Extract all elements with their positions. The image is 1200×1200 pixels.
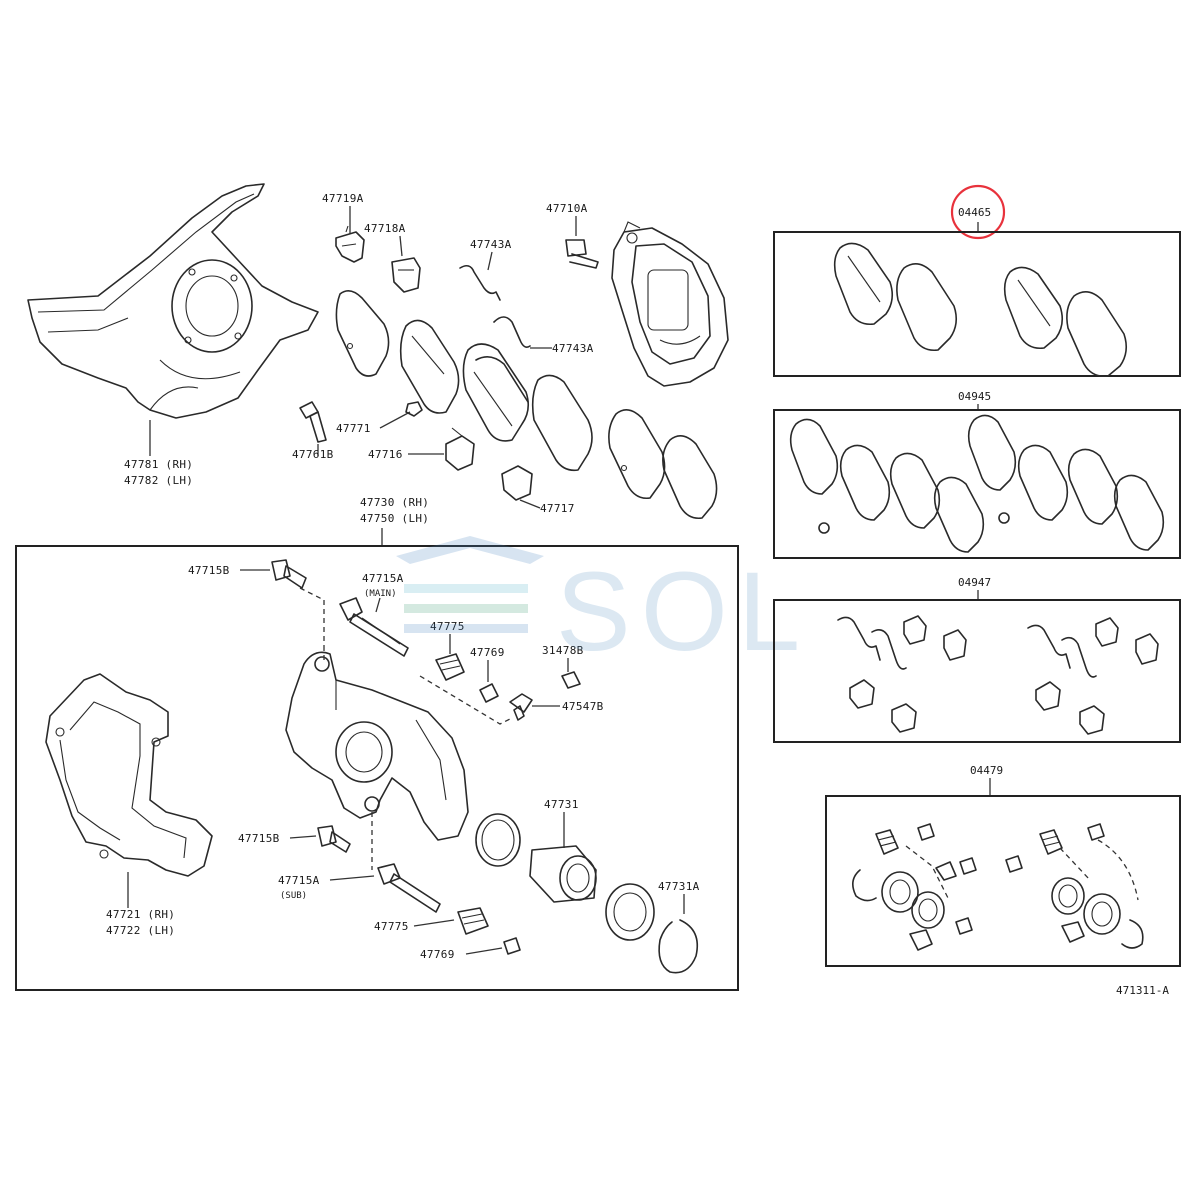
shim-right-3 xyxy=(662,435,718,520)
label-47743a-top: 47743A xyxy=(470,238,512,251)
label-47731: 47731 xyxy=(544,798,579,811)
label-47710a: 47710A xyxy=(546,202,588,215)
label-47716: 47716 xyxy=(368,448,403,461)
nut-47771 xyxy=(405,401,423,417)
label-47731a: 47731A xyxy=(658,880,700,893)
kit-04465-pads xyxy=(833,242,1128,378)
spring-47743a-top xyxy=(459,264,501,301)
cap-47769-bottom xyxy=(503,937,521,955)
label-47769-bottom: 47769 xyxy=(420,948,455,961)
dust-shield-drawing xyxy=(27,183,319,456)
spring-47743a-lower xyxy=(493,316,531,348)
bleeder-47547b xyxy=(509,693,533,721)
sol-watermark: SOL xyxy=(396,536,810,674)
label-47547b: 47547B xyxy=(562,700,604,713)
label-47743a-right: 47743A xyxy=(552,342,594,355)
clip-47716 xyxy=(445,427,475,471)
label-kit-04945: 04945 xyxy=(958,390,991,403)
pad-with-lining xyxy=(462,343,530,442)
cap-31478b xyxy=(561,671,581,689)
label-sub-tag: (SUB) xyxy=(280,891,307,901)
label-47782-lh: 47782 (LH) xyxy=(124,474,193,487)
clip-47718a xyxy=(391,257,421,293)
label-47750-lh: 47750 (LH) xyxy=(360,512,429,525)
label-47719a: 47719A xyxy=(322,192,364,205)
piston-boot xyxy=(605,883,655,941)
label-47775-bottom: 47775 xyxy=(374,920,409,933)
pad-plate-left xyxy=(399,319,460,414)
label-47781-rh: 47781 (RH) xyxy=(124,458,193,471)
kit-04945-shims xyxy=(789,414,1165,553)
kit-box-04479 xyxy=(825,795,1181,967)
kit-box-04945 xyxy=(773,409,1181,559)
label-47715a-sub: 47715A xyxy=(278,874,320,887)
watermark-text: SOL xyxy=(556,549,810,674)
bolt-47761b xyxy=(299,401,327,443)
highlight-ring xyxy=(950,184,1006,240)
label-47718a: 47718A xyxy=(364,222,406,235)
label-47769-top: 47769 xyxy=(470,646,505,659)
piston-47731 xyxy=(529,845,597,903)
snap-ring-47731a xyxy=(658,919,699,974)
label-31478b: 31478B xyxy=(542,644,584,657)
bolt-47715b-top xyxy=(271,559,307,589)
shim-right-2 xyxy=(608,409,666,500)
label-47717: 47717 xyxy=(540,502,575,515)
clip-47717 xyxy=(501,465,533,501)
label-kit-04947: 04947 xyxy=(958,576,991,589)
cap-47769-top xyxy=(479,683,499,703)
label-47775-top: 47775 xyxy=(430,620,465,633)
kit-04479-seals xyxy=(852,823,1144,951)
label-47721-rh: 47721 (RH) xyxy=(106,908,175,921)
bolt-47715b-bottom xyxy=(317,825,351,853)
label-47715b-top: 47715B xyxy=(188,564,230,577)
outer-shim-left xyxy=(335,290,390,377)
figure-ref: 471311-A xyxy=(1116,984,1169,997)
bolt-47710a xyxy=(565,239,599,269)
label-main-tag: (MAIN) xyxy=(364,589,397,599)
caliper-body-drawing xyxy=(285,651,469,841)
label-47771: 47771 xyxy=(336,422,371,435)
label-47715a-main: 47715A xyxy=(362,572,404,585)
kit-box-04465 xyxy=(773,231,1181,377)
pin-47715a-sub xyxy=(377,863,441,913)
kit-box-04947 xyxy=(773,599,1181,743)
kit-04947-clips xyxy=(837,615,1159,735)
label-47761b: 47761B xyxy=(292,448,334,461)
caliper-assembly-box xyxy=(15,545,739,991)
label-47730-rh: 47730 (RH) xyxy=(360,496,429,509)
boot-47775-bottom xyxy=(457,907,489,935)
piston-seal-ring xyxy=(475,813,521,867)
boot-47775-top xyxy=(435,653,465,681)
label-47715b-bottom: 47715B xyxy=(238,832,280,845)
mounting-bracket-drawing xyxy=(45,673,213,877)
label-47722-lh: 47722 (LH) xyxy=(106,924,175,937)
label-kit-04465: 04465 xyxy=(958,206,991,219)
clip-47719a xyxy=(335,225,365,263)
shim-right-1 xyxy=(531,374,593,472)
label-kit-04479: 04479 xyxy=(970,764,1003,777)
caliper-top-drawing xyxy=(611,221,729,387)
pin-47715a-main xyxy=(339,597,409,657)
